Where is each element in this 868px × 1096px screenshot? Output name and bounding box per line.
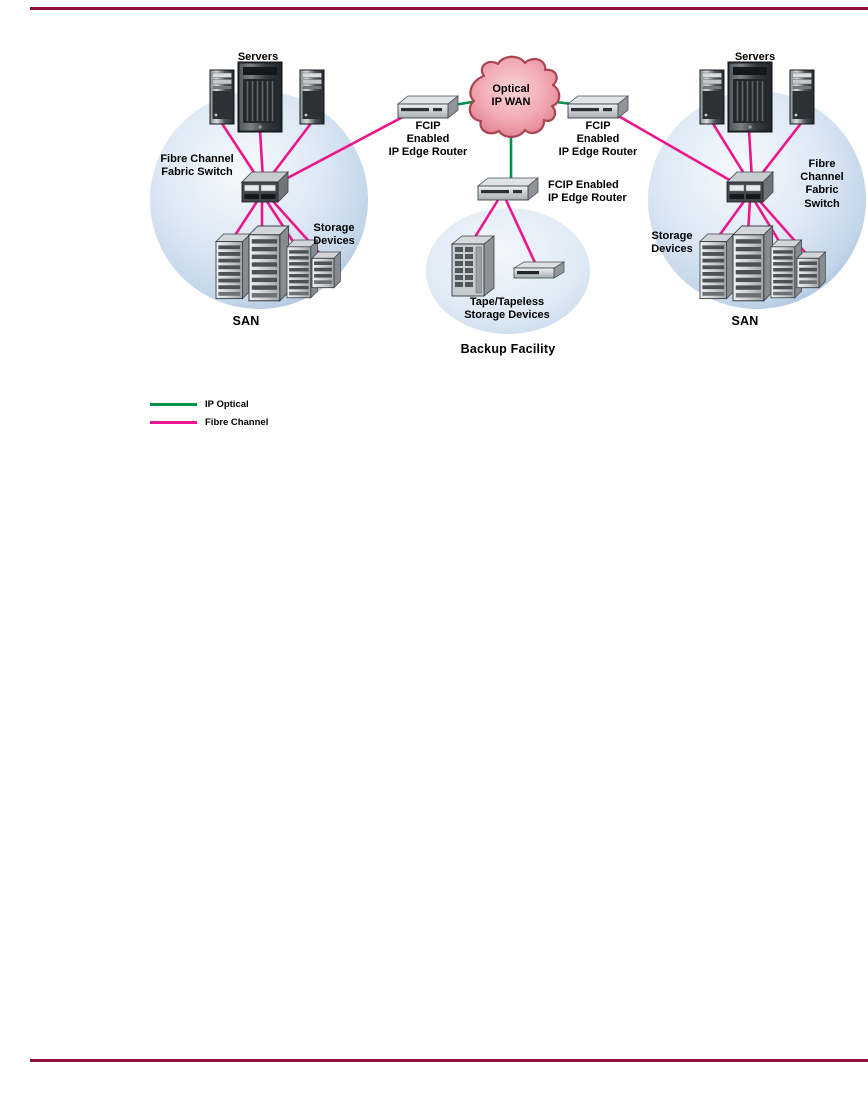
storage-devices-label-right: Storage Devices [651,230,693,256]
fabric-switch-label-left: Fibre Channel Fabric Switch [160,153,234,179]
legend-ip-optical-swatch [150,403,197,406]
legend-fibre-channel-label: Fibre Channel [205,417,269,428]
edge-router-label-backup: FCIP Enabled IP Edge Router [548,179,627,205]
diagram-canvas [150,55,866,334]
tape-drive-icon [513,261,565,279]
fibre-link [230,199,260,241]
storage-array-icon [699,233,735,300]
fibre-link [504,199,539,268]
servers-label-right: Servers [734,51,776,63]
edge-router-icon [477,177,539,201]
san-label-right: SAN [731,314,759,328]
storage-array-icon [732,225,774,302]
storage-unit-icon [796,251,826,289]
top-rule [30,7,868,10]
server-tower-icon [299,69,325,125]
fabric-switch-icon [726,171,774,203]
bottom-rule [30,1059,868,1062]
fibre-link [607,108,734,184]
backup-facility-label: Backup Facility [460,342,556,356]
server-tower-icon [699,69,725,125]
tape-storage-label: Tape/Tapeless Storage Devices [464,296,550,322]
san-label-left: SAN [232,314,260,328]
edge-router-label-left: FCIP Enabled IP Edge Router [388,120,468,159]
fabric-switch-icon [241,171,289,203]
server-tower-icon [209,69,235,125]
edge-router-icon [567,95,629,119]
storage-unit-icon [311,251,341,289]
storage-devices-label-left: Storage Devices [313,222,355,248]
fibre-link [266,121,314,181]
storage-array-icon [248,225,290,302]
optical-ip-wan-cloud [468,55,561,138]
server-tower-icon [789,69,815,125]
fibre-link [752,199,784,247]
edge-router-icon [397,95,459,119]
fibre-channel-links [219,108,811,268]
servers-label-left: Servers [237,51,279,63]
fibre-link [755,121,804,181]
edge-router-label-right: FCIP Enabled IP Edge Router [558,120,638,159]
fabric-switch-label-right: Fibre Channel Fabric Switch [800,158,844,210]
server-tower-icon [237,61,283,133]
fibre-link [219,121,261,181]
fibre-link [710,121,750,181]
tape-library-icon [451,235,495,297]
legend-ip-optical-label: IP Optical [205,399,249,410]
legend-fibre-channel-swatch [150,421,197,424]
server-tower-icon [727,61,773,133]
san-extension-diagram: Servers Fibre Channel Fabric Switch Stor… [0,0,868,440]
fibre-link [279,108,417,184]
storage-array-icon [215,233,251,300]
wan-label: Optical IP WAN [491,83,531,109]
fibre-link [264,199,298,247]
fibre-link [714,199,747,241]
